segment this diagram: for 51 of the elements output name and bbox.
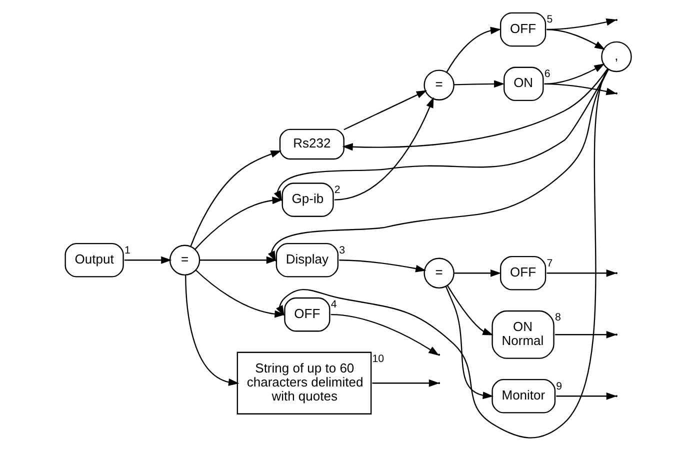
node-box: Gp-ib bbox=[281, 182, 334, 217]
node-box: Rs232 bbox=[278, 128, 344, 160]
arrow bbox=[454, 80, 504, 88]
arrow bbox=[267, 69, 608, 262]
arrow bbox=[343, 90, 427, 130]
node-box: OFF bbox=[499, 12, 546, 47]
arrow bbox=[199, 256, 277, 264]
node-box: OFF bbox=[284, 297, 330, 332]
arrow bbox=[546, 18, 616, 30]
node-label: 9 bbox=[556, 380, 562, 392]
arrow bbox=[544, 83, 616, 96]
arrow bbox=[273, 69, 608, 202]
arrow bbox=[372, 379, 440, 387]
node-circle: = bbox=[423, 258, 454, 289]
arrow bbox=[556, 392, 616, 400]
arrow bbox=[184, 275, 239, 386]
node-circle: = bbox=[168, 244, 200, 276]
arrow bbox=[190, 150, 281, 247]
node-box: String of up to 60 characters delimited with quotes bbox=[236, 352, 372, 414]
arrow bbox=[446, 285, 493, 336]
node-box: Monitor bbox=[491, 379, 556, 414]
arrow bbox=[544, 64, 604, 84]
arrow bbox=[194, 196, 282, 250]
node-circle: , bbox=[600, 41, 632, 72]
arrow bbox=[124, 256, 172, 264]
node-box: Display bbox=[275, 242, 338, 278]
arrow bbox=[338, 260, 426, 272]
arrow bbox=[342, 68, 608, 151]
node-label: 8 bbox=[554, 312, 560, 324]
arrow bbox=[453, 269, 501, 277]
node-label: 1 bbox=[124, 244, 130, 256]
arrow bbox=[334, 97, 434, 200]
node-circle: = bbox=[423, 70, 454, 100]
node-box: ON Normal bbox=[491, 310, 554, 359]
node-label: 6 bbox=[544, 68, 550, 80]
node-label: 10 bbox=[372, 353, 384, 366]
node-label: 3 bbox=[338, 244, 345, 256]
arrow bbox=[554, 330, 616, 338]
arrow bbox=[444, 286, 493, 400]
node-label: 5 bbox=[546, 14, 552, 26]
node-label: 2 bbox=[334, 184, 340, 196]
arrow bbox=[276, 68, 608, 438]
arrow bbox=[194, 270, 285, 318]
node-label: 7 bbox=[546, 257, 552, 270]
node-box: ON bbox=[503, 66, 544, 102]
arrow bbox=[330, 314, 439, 356]
node-box: Output bbox=[64, 242, 124, 278]
arrow bbox=[446, 26, 501, 72]
arrow bbox=[546, 269, 616, 277]
node-box: OFF bbox=[499, 256, 546, 290]
node-label: 4 bbox=[330, 298, 336, 311]
